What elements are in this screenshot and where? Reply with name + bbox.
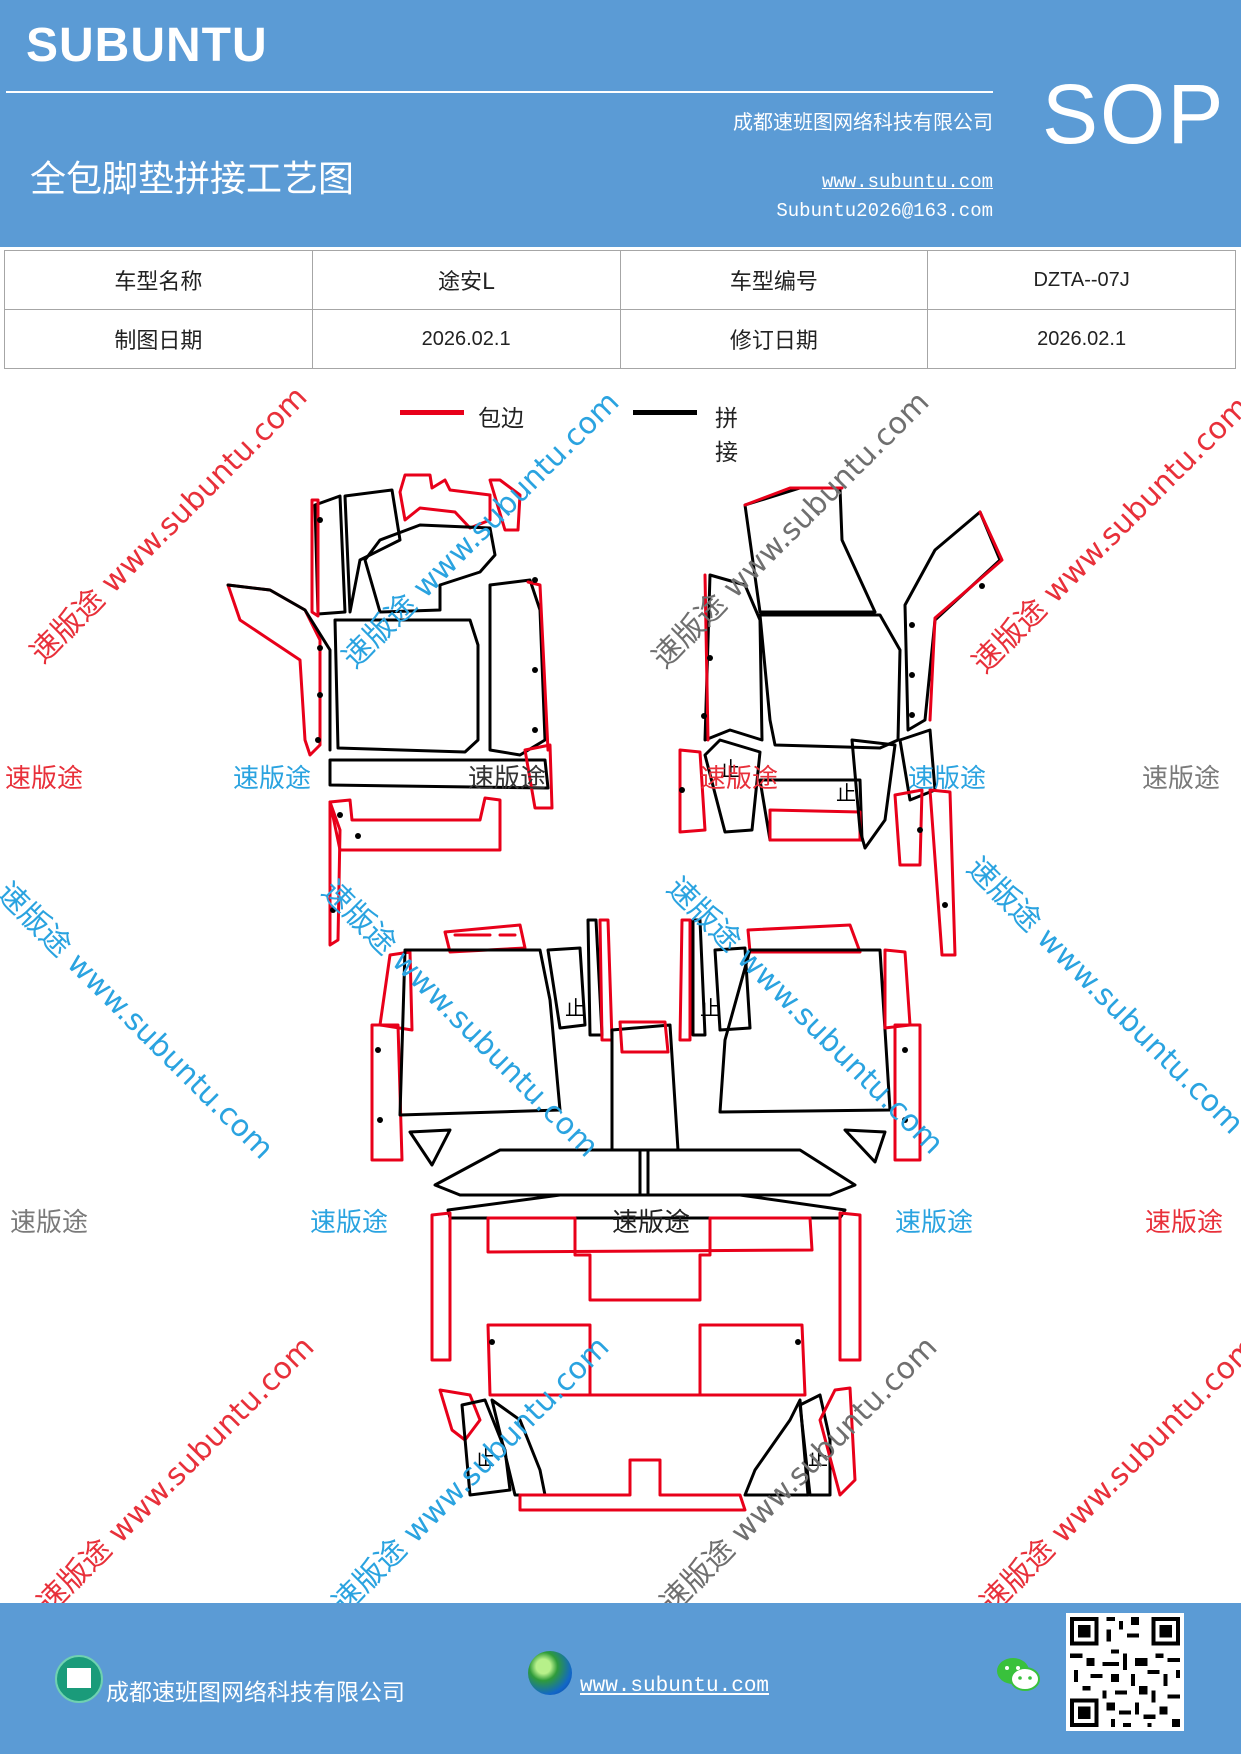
drawing-date-label: 制图日期 bbox=[4, 309, 313, 369]
header-email: Subuntu2026@163.com bbox=[776, 200, 993, 222]
model-code-value: DZTA--07J bbox=[927, 250, 1236, 310]
stop-mark: 止 bbox=[808, 1446, 828, 1470]
model-code-label: 车型编号 bbox=[619, 250, 929, 310]
home-icon bbox=[55, 1655, 103, 1703]
drawing-date-value: 2026.02.1 bbox=[311, 309, 621, 369]
table-row: 车型名称 途安L 车型编号 DZTA--07J bbox=[4, 250, 1236, 310]
header-divider bbox=[6, 91, 993, 93]
legend-seam-label: 拼接 bbox=[715, 406, 738, 466]
revision-date-value: 2026.02.1 bbox=[927, 309, 1236, 369]
legend-edge-swatch bbox=[400, 410, 464, 415]
vehicle-info-table: 车型名称 途安L 车型编号 DZTA--07J 制图日期 2026.02.1 修… bbox=[4, 250, 1236, 369]
sop-badge: SOP bbox=[1042, 67, 1226, 161]
watermark: 速版途 bbox=[310, 1208, 389, 1238]
stop-mark: 止 bbox=[836, 781, 856, 805]
footer-website-link[interactable]: www.subuntu.com bbox=[580, 1675, 770, 1698]
legend: 包边 拼接 bbox=[400, 395, 740, 466]
front-left-mat-group bbox=[226, 473, 554, 947]
front-right-mat-group bbox=[678, 486, 1004, 957]
watermark: 速版途 bbox=[5, 764, 84, 794]
watermark: 速版途 bbox=[895, 1208, 974, 1238]
stop-marks: 止 止 止 止 止 止 bbox=[475, 757, 856, 1470]
table-row: 制图日期 2026.02.1 修订日期 2026.02.1 bbox=[4, 309, 1236, 369]
model-name-value: 途安L bbox=[311, 250, 621, 310]
watermark: 速版途 bbox=[908, 764, 987, 794]
watermark: 速版途 bbox=[10, 1208, 89, 1238]
watermark: 速版途 bbox=[700, 764, 779, 794]
brand-logo: SUBUNTU bbox=[26, 19, 268, 72]
watermark: 速版途 bbox=[468, 764, 547, 794]
wechat-icon[interactable] bbox=[995, 1655, 1041, 1695]
middle-row-mat-group bbox=[370, 918, 922, 1197]
watermark: 速版途 bbox=[612, 1208, 691, 1238]
header-company: 成都速班图网络科技有限公司 bbox=[733, 110, 993, 134]
footer-company: 成都速班图网络科技有限公司 bbox=[106, 1680, 405, 1706]
globe-icon bbox=[528, 1651, 572, 1695]
header-banner: SUBUNTU 全包脚垫拼接工艺图 成都速班图网络科技有限公司 www.subu… bbox=[0, 0, 1241, 247]
stop-mark: 止 bbox=[565, 996, 585, 1020]
watermark: 速版途 bbox=[233, 764, 312, 794]
watermark: 速版途 bbox=[1145, 1208, 1224, 1238]
footer-banner: 成都速班图网络科技有限公司 www.subuntu.com bbox=[0, 1603, 1241, 1754]
revision-date-label: 修订日期 bbox=[619, 309, 929, 369]
header-website-link[interactable]: www.subuntu.com bbox=[821, 171, 993, 193]
qr-code bbox=[1066, 1613, 1184, 1731]
stop-mark: 止 bbox=[475, 1446, 495, 1470]
watermark: 速版途 bbox=[1142, 764, 1221, 794]
legend-edge-label: 包边 bbox=[478, 406, 524, 432]
document-title: 全包脚垫拼接工艺图 bbox=[30, 159, 355, 200]
rear-mat-group bbox=[430, 1193, 862, 1512]
stop-mark: 止 bbox=[720, 757, 740, 781]
hole-markers bbox=[315, 517, 985, 1345]
stop-mark: 止 bbox=[700, 996, 720, 1020]
legend-seam-swatch bbox=[633, 410, 697, 415]
floor-mat-pattern-diagram: 止 止 止 止 止 止 bbox=[226, 473, 1004, 1512]
model-name-label: 车型名称 bbox=[4, 250, 313, 310]
